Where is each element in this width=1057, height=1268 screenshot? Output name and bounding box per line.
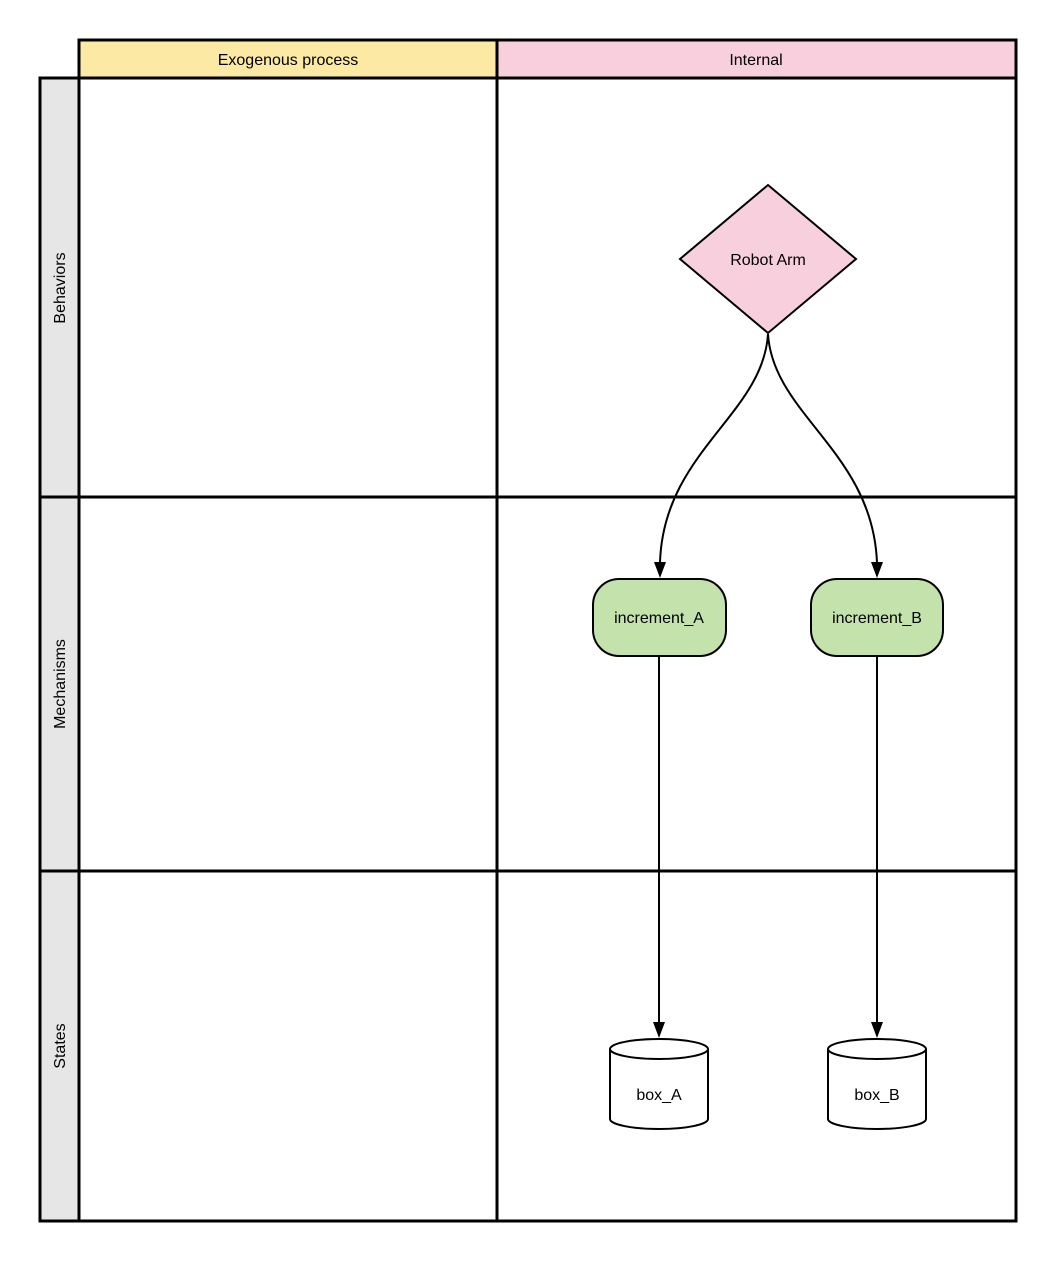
increment-a-label: increment_A — [614, 610, 704, 627]
increment-b-label: increment_B — [832, 610, 922, 627]
grid-body-cells — [77, 76, 1018, 1223]
node-box-a: box_A — [609, 1038, 709, 1130]
box-b-label: box_B — [854, 1087, 899, 1104]
edge-robotarm-to-incrementA — [659, 333, 769, 564]
arrowhead-incrementB — [871, 562, 883, 578]
node-increment-a: increment_A — [592, 578, 727, 657]
cell-states-exogenous — [77, 869, 499, 1223]
cell-states-internal — [495, 869, 1018, 1223]
box-a-cylinder-body — [609, 1049, 709, 1130]
cell-mechanisms-exogenous — [77, 495, 499, 873]
arrowhead-incrementA — [654, 562, 666, 578]
lane-label-states: States — [52, 1023, 69, 1068]
box-a-cylinder-top — [609, 1038, 709, 1060]
header-label-exogenous: Exogenous process — [218, 52, 359, 69]
lane-label-column: Behaviors Mechanisms States — [38, 76, 81, 1223]
box-b-cylinder-top — [827, 1038, 927, 1060]
box-b-cylinder-body — [827, 1049, 927, 1130]
increment-b-shape — [810, 578, 944, 657]
node-box-b: box_B — [827, 1038, 927, 1130]
edge-robotarm-to-incrementB — [767, 333, 878, 564]
header-label-internal: Internal — [729, 52, 782, 69]
lane-label-mechanisms: Mechanisms — [52, 639, 69, 729]
box-a-label: box_A — [636, 1087, 682, 1104]
cell-behaviors-exogenous — [77, 76, 499, 499]
arrowhead-boxA — [653, 1022, 665, 1038]
lane-label-cell-states — [38, 869, 81, 1223]
edges — [653, 333, 883, 1038]
robot-arm-label: Robot Arm — [730, 252, 806, 269]
robot-arm-diamond-shape — [678, 183, 858, 335]
increment-a-shape — [592, 578, 727, 657]
node-increment-b: increment_B — [810, 578, 944, 657]
lane-label-behaviors: Behaviors — [52, 252, 69, 323]
cell-mechanisms-internal — [495, 495, 1018, 873]
node-robot-arm: Robot Arm — [678, 183, 858, 335]
header-row: Exogenous process Internal — [77, 38, 1018, 80]
arrowhead-boxB — [871, 1022, 883, 1038]
